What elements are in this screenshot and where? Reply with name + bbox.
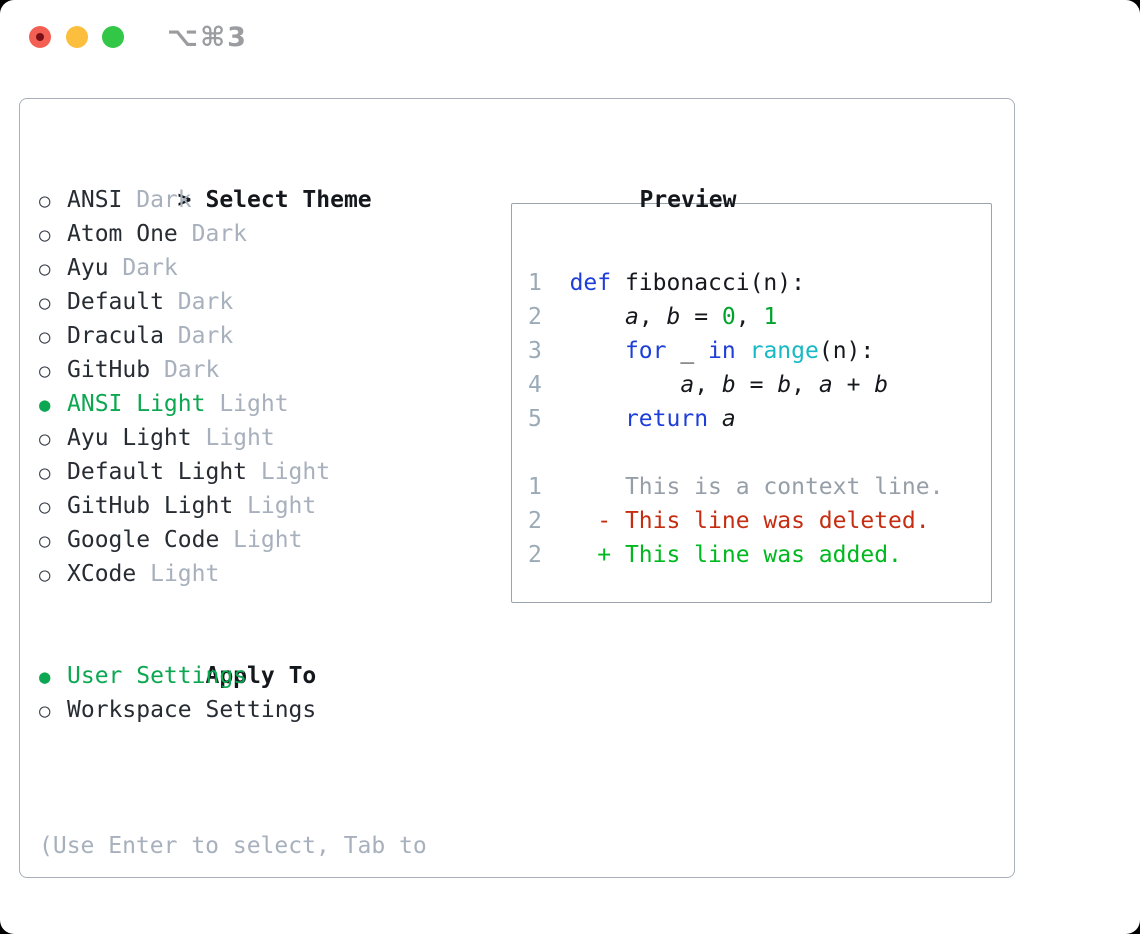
- line-number: 2: [528, 508, 542, 534]
- theme-name: Google Code: [67, 527, 220, 553]
- theme-variant: Light: [247, 459, 331, 485]
- apply-option-user-settings[interactable]: ● User Settings: [39, 659, 479, 693]
- theme-option-ansi-light-light[interactable]: ● ANSI Light Light: [39, 387, 479, 421]
- theme-name: Default Light: [67, 459, 248, 485]
- spacer: [39, 727, 479, 761]
- preview-section: Preview 1 def fibonacci(n): 2 a, b = 0, 1…: [501, 149, 1001, 603]
- minimize-button[interactable]: [66, 26, 88, 48]
- preview-line: [528, 436, 991, 470]
- preview-header: Preview: [501, 149, 1001, 213]
- theme-name: ANSI: [67, 187, 123, 213]
- preview-box: 1 def fibonacci(n): 2 a, b = 0, 1 3 for _ …: [511, 203, 992, 603]
- theme-option-ansi-dark[interactable]: ○ ANSI Dark: [39, 183, 479, 217]
- apply-option-label: Workspace Settings: [67, 697, 317, 723]
- theme-option-dracula-dark[interactable]: ○ Dracula Dark: [39, 319, 479, 353]
- radio-icon: ○: [39, 258, 51, 280]
- theme-name: Ayu Light: [67, 425, 192, 451]
- theme-option-default-light-light[interactable]: ○ Default Light Light: [39, 455, 479, 489]
- radio-icon: ○: [39, 700, 51, 722]
- line-number: 1: [528, 474, 542, 500]
- theme-variant: Light: [136, 561, 220, 587]
- line-number: 1: [528, 270, 542, 296]
- line-number: 3: [528, 338, 542, 364]
- select-theme-header: > Select Theme: [39, 149, 479, 213]
- preview-code: 1 def fibonacci(n): 2 a, b = 0, 1 3 for _ …: [528, 266, 991, 572]
- theme-option-default-dark[interactable]: ○ Default Dark: [39, 285, 479, 319]
- cursor-indicator: >: [177, 187, 192, 213]
- line-number: 4: [528, 372, 542, 398]
- theme-name: Default: [67, 289, 164, 315]
- preview-line: 5 return a: [528, 406, 736, 432]
- preview-line: 1 def fibonacci(n):: [528, 270, 805, 296]
- preview-title: Preview: [639, 187, 737, 213]
- apply-option-label: User Settings: [67, 663, 248, 689]
- radio-selected-icon: ●: [39, 666, 51, 688]
- preview-line: 2 a, b = 0, 1: [528, 304, 778, 330]
- unsaved-indicator-dot: [36, 33, 44, 41]
- theme-name: Ayu: [67, 255, 109, 281]
- theme-option-xcode-light[interactable]: ○ XCode Light: [39, 557, 479, 591]
- radio-selected-icon: ●: [39, 394, 51, 416]
- apply-to-title: Apply To: [205, 663, 317, 689]
- theme-name: Atom One: [67, 221, 178, 247]
- radio-icon: ○: [39, 326, 51, 348]
- theme-name: GitHub: [67, 357, 151, 383]
- help-line-1: (Use Enter to select, Tab to: [39, 833, 427, 859]
- theme-name: GitHub Light: [67, 493, 234, 519]
- theme-variant: Light: [191, 425, 275, 451]
- theme-variant: Dark: [122, 187, 192, 213]
- theme-option-atom-one-dark[interactable]: ○ Atom One Dark: [39, 217, 479, 251]
- radio-icon: ○: [39, 190, 51, 212]
- line-number: 5: [528, 406, 542, 432]
- radio-icon: ○: [39, 462, 51, 484]
- theme-variant: Dark: [163, 289, 234, 315]
- theme-option-github-light-light[interactable]: ○ GitHub Light Light: [39, 489, 479, 523]
- spacer: [39, 591, 479, 625]
- radio-icon: ○: [39, 496, 51, 518]
- theme-variant: Dark: [177, 221, 248, 247]
- theme-variant: Light: [219, 527, 303, 553]
- preview-line: 4 a, b = b, a + b: [528, 372, 889, 398]
- theme-variant: Dark: [163, 323, 234, 349]
- help-text: (Use Enter to select, Tab to change focu…: [39, 761, 479, 934]
- window-shortcut-label: ⌥⌘3: [167, 22, 248, 53]
- theme-variant: Dark: [150, 357, 220, 383]
- titlebar: ⌥⌘3: [0, 0, 1140, 70]
- theme-name: Dracula: [67, 323, 164, 349]
- apply-to-header: Apply To: [39, 625, 479, 689]
- preview-line: 3 for _ in range(n):: [528, 338, 875, 364]
- theme-option-ayu-light-light[interactable]: ○ Ayu Light Light: [39, 421, 479, 455]
- theme-variant: Dark: [108, 255, 178, 281]
- apply-to-options-list: ● User Settings ○ Workspace Settings: [39, 659, 479, 727]
- radio-icon: ○: [39, 428, 51, 450]
- theme-variant: Light: [205, 391, 289, 417]
- select-theme-title: Select Theme: [205, 187, 372, 213]
- theme-variant: Light: [233, 493, 317, 519]
- theme-list-section: > Select Theme ○ ANSI Dark ○ Atom One Dark ○ A…: [39, 149, 479, 934]
- theme-option-google-code-light[interactable]: ○ Google Code Light: [39, 523, 479, 557]
- preview-line: 2 + This line was added.: [528, 542, 902, 568]
- line-number: 2: [528, 542, 542, 568]
- theme-options-list: ○ ANSI Dark ○ Atom One Dark ○ Ayu Dark ○ Defaul…: [39, 183, 479, 591]
- radio-icon: ○: [39, 360, 51, 382]
- zoom-button[interactable]: [102, 26, 124, 48]
- radio-icon: ○: [39, 292, 51, 314]
- radio-icon: ○: [39, 530, 51, 552]
- apply-option-workspace-settings[interactable]: ○ Workspace Settings: [39, 693, 479, 727]
- theme-option-github-dark[interactable]: ○ GitHub Dark: [39, 353, 479, 387]
- radio-icon: ○: [39, 564, 51, 586]
- theme-option-ayu-dark[interactable]: ○ Ayu Dark: [39, 251, 479, 285]
- preview-line: 1 This is a context line.: [528, 474, 944, 500]
- radio-icon: ○: [39, 224, 51, 246]
- theme-name: ANSI Light: [67, 391, 206, 417]
- theme-picker-panel: > Select Theme ○ ANSI Dark ○ Atom One Dark ○ A…: [19, 98, 1015, 878]
- theme-name: XCode: [67, 561, 137, 587]
- preview-line: 2 - This line was deleted.: [528, 508, 930, 534]
- close-button[interactable]: [29, 26, 51, 48]
- line-number: 2: [528, 304, 542, 330]
